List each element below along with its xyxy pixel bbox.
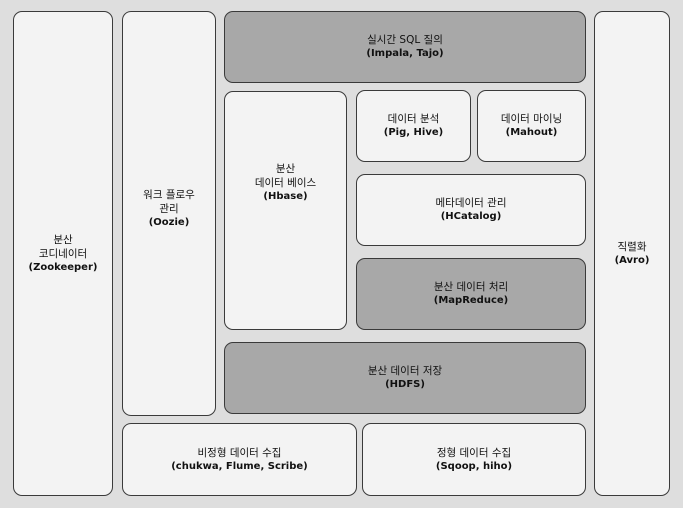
oozie-label-line-1: 워크 플로우 — [143, 189, 195, 201]
box-mapreduce: 분산 데이터 처리 (MapReduce) — [356, 258, 586, 330]
box-mahout: 데이터 마이닝 (Mahout) — [477, 90, 586, 162]
box-zookeeper: 분산 코디네이터 (Zookeeper) — [13, 11, 113, 496]
zookeeper-label-line-1: 분산 — [53, 233, 73, 246]
box-hdfs: 분산 데이터 저장 (HDFS) — [224, 342, 586, 414]
box-hcatalog: 메타데이터 관리 (HCatalog) — [356, 174, 586, 246]
sqoop-sublabel: (Sqoop, hiho) — [435, 460, 513, 472]
avro-label-line-1: 직렬화 — [617, 240, 647, 253]
box-pig-hive: 데이터 분석 (Pig, Hive) — [356, 90, 471, 162]
mapreduce-sublabel: (MapReduce) — [433, 295, 509, 306]
sqoop-label-line-1: 정형 데이터 수집 — [436, 446, 512, 459]
chukwa-sublabel: (chukwa, Flume, Scribe) — [171, 460, 308, 472]
hbase-sublabel: (Hbase) — [263, 191, 308, 202]
oozie-sublabel: (Oozie) — [148, 217, 190, 228]
pig-hive-label-line-1: 데이터 분석 — [387, 113, 440, 125]
mapreduce-label-line-1: 분산 데이터 처리 — [433, 281, 509, 293]
mahout-label-line-1: 데이터 마이닝 — [500, 113, 563, 125]
hbase-label-line-1: 분산 — [275, 163, 296, 175]
hcatalog-sublabel: (HCatalog) — [440, 211, 502, 222]
hbase-label-line-2: 데이터 베이스 — [254, 177, 317, 189]
zookeeper-label-line-2: 코디네이터 — [38, 247, 88, 260]
hdfs-label-line-1: 분산 데이터 저장 — [367, 365, 443, 377]
pig-hive-sublabel: (Pig, Hive) — [383, 127, 444, 138]
box-oozie: 워크 플로우 관리 (Oozie) — [122, 11, 216, 416]
box-chukwa: 비정형 데이터 수집 (chukwa, Flume, Scribe) — [122, 423, 357, 496]
hdfs-sublabel: (HDFS) — [385, 379, 425, 390]
box-hbase: 분산 데이터 베이스 (Hbase) — [224, 91, 347, 330]
mahout-sublabel: (Mahout) — [505, 127, 558, 138]
box-sqoop: 정형 데이터 수집 (Sqoop, hiho) — [362, 423, 586, 496]
impala-label-line-1: 실시간 SQL 질의 — [367, 34, 443, 46]
avro-sublabel: (Avro) — [614, 254, 650, 266]
hcatalog-label-line-1: 메타데이터 관리 — [435, 197, 507, 209]
zookeeper-sublabel: (Zookeeper) — [28, 261, 98, 273]
impala-sublabel: (Impala, Tajo) — [366, 48, 444, 59]
box-impala: 실시간 SQL 질의 (Impala, Tajo) — [224, 11, 586, 83]
oozie-label-line-2: 관리 — [159, 203, 179, 215]
box-avro: 직렬화 (Avro) — [594, 11, 670, 496]
chukwa-label-line-1: 비정형 데이터 수집 — [197, 446, 282, 459]
